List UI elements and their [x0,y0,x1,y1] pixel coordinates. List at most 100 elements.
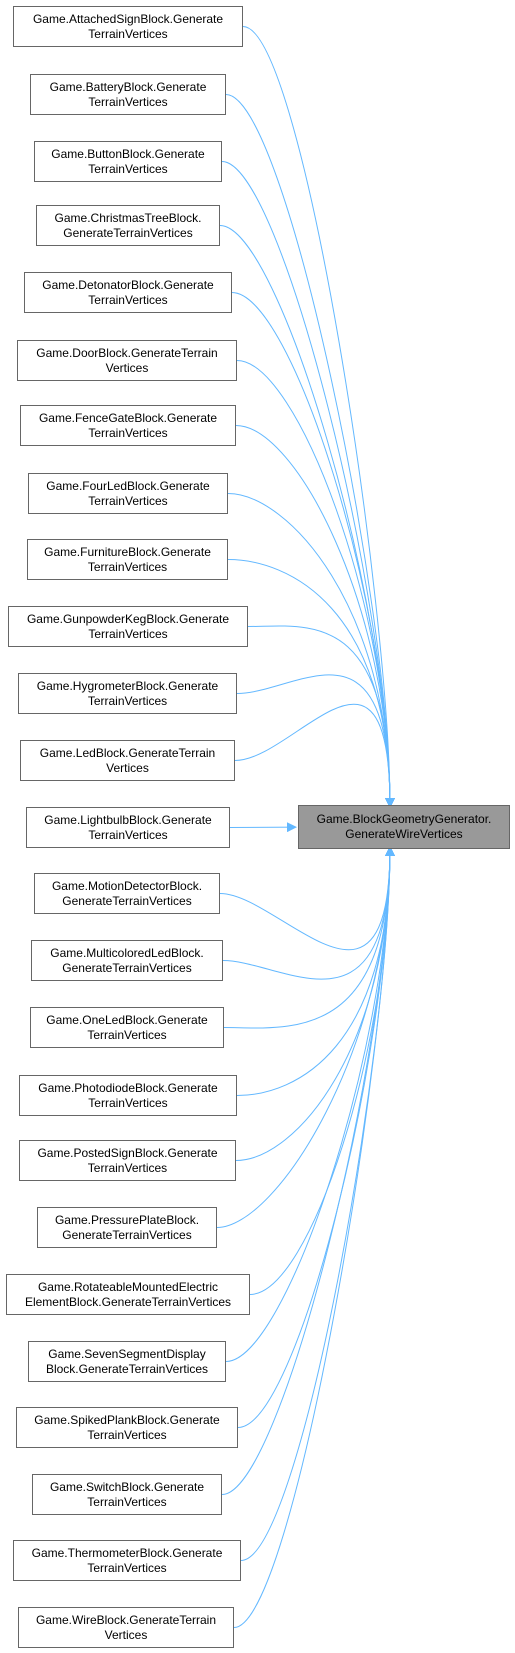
caller-node-line2: TerrainVertices [87,1494,167,1509]
call-edge [227,559,395,808]
caller-node-line1: Game.HygrometerBlock.Generate [36,678,219,693]
caller-node-line1: Game.MulticoloredLedBlock. [50,945,204,960]
call-edge [219,225,395,808]
call-edge [223,846,395,1029]
caller-node-line2: TerrainVertices [88,1095,168,1110]
call-edge [236,360,395,808]
call-edge [222,846,395,980]
caller-node-line1: Game.FourLedBlock.Generate [46,478,210,493]
target-node-line1: Game.BlockGeometryGenerator. [316,812,492,826]
caller-node-line2: TerrainVertices [88,26,168,41]
caller-node-line2: TerrainVertices [87,1427,167,1442]
caller-node-line2: TerrainVertices [87,559,168,574]
call-edge [235,425,395,808]
caller-node-line1: Game.SwitchBlock.Generate [49,1479,205,1494]
caller-node-line2: TerrainVertices [88,161,168,176]
caller-node-line2: GenerateTerrainVertices [62,1227,192,1242]
caller-node-line1: Game.PressurePlateBlock. [54,1212,200,1227]
call-edge [237,846,395,1428]
caller-node-line2: TerrainVertices [87,693,168,708]
caller-node-line2: TerrainVertices [88,493,168,508]
call-edge [247,625,395,808]
caller-node-line1: Game.SpikedPlankBlock.Generate [34,1412,220,1427]
caller-node[interactable]: Game.ChristmasTreeBlock.GenerateTerrainV… [36,205,220,246]
caller-node-line1: Game.SevenSegmentDisplay [48,1346,206,1361]
target-node-line2: GenerateWireVertices [345,827,463,841]
call-edge [235,846,395,1161]
caller-node-line2: TerrainVertices [88,292,168,307]
caller-node-line1: Game.WireBlock.GenerateTerrain [35,1612,217,1627]
caller-node-line1: Game.LedBlock.GenerateTerrain [39,745,216,760]
caller-node-line2: TerrainVertices [87,1027,167,1042]
caller-node-line2: GenerateTerrainVertices [62,893,192,908]
caller-node-line1: Game.AttachedSignBlock.Generate [32,11,224,26]
caller-node-line1: Game.BatteryBlock.Generate [49,79,207,94]
caller-node[interactable]: Game.MotionDetectorBlock.GenerateTerrain… [34,873,220,914]
caller-node-line1: Game.FurnitureBlock.Generate [44,544,211,559]
caller-node-line2: TerrainVertices [88,94,168,109]
caller-node-line1: Game.ChristmasTreeBlock. [54,210,202,225]
caller-node-line2: ElementBlock.GenerateTerrainVertices [24,1294,232,1309]
caller-node-line2: TerrainVertices [87,1560,167,1575]
caller-node-line2: Vertices [106,760,149,775]
caller-node-line1: Game.PhotodiodeBlock.Generate [38,1080,218,1095]
caller-node-line2: GenerateTerrainVertices [62,960,192,975]
call-edge [227,493,395,808]
caller-node-line2: TerrainVertices [88,827,168,842]
call-edge [240,846,395,1561]
caller-node-line2: Vertices [104,1627,148,1642]
caller-node-line1: Game.LightbulbBlock.Generate [44,812,212,827]
caller-node-line1: Game.ButtonBlock.Generate [51,146,205,161]
call-edge [236,674,395,808]
call-edge [219,846,395,951]
call-edge [231,292,395,808]
target-node[interactable]: Game.BlockGeometryGenerator. GenerateWir… [298,805,510,849]
caller-node-line1: Game.FenceGateBlock.Generate [38,410,218,425]
caller-node-line1: Game.GunpowderKegBlock.Generate [26,611,230,626]
caller-node-line1: Game.RotateableMountedElectric [37,1279,219,1294]
caller-node-line2: Vertices [105,360,149,375]
caller-node[interactable]: Game.PressurePlateBlock.GenerateTerrainV… [37,1207,217,1248]
caller-node-line1: Game.ThermometerBlock.Generate [31,1545,223,1560]
call-edge [225,846,395,1362]
call-edge [234,703,395,808]
call-edge [221,846,395,1495]
caller-node-line2: GenerateTerrainVertices [63,225,193,240]
caller-node-line1: Game.DetonatorBlock.Generate [42,277,214,292]
call-edge [225,94,395,808]
caller-node[interactable]: Game.MulticoloredLedBlock.GenerateTerrai… [31,940,223,981]
caller-node-line2: TerrainVertices [88,425,168,440]
call-edge [216,846,395,1228]
call-edge [233,846,395,1628]
caller-node-line1: Game.MotionDetectorBlock. [51,878,203,893]
call-edge [242,26,395,808]
caller-node-line1: Game.DoorBlock.GenerateTerrain [36,345,218,360]
caller-node-line2: TerrainVertices [87,1160,168,1175]
caller-node-line2: Block.GenerateTerrainVertices [45,1361,209,1376]
caller-node-line1: Game.PostedSignBlock.Generate [37,1145,218,1160]
caller-node-line2: TerrainVertices [88,626,168,641]
